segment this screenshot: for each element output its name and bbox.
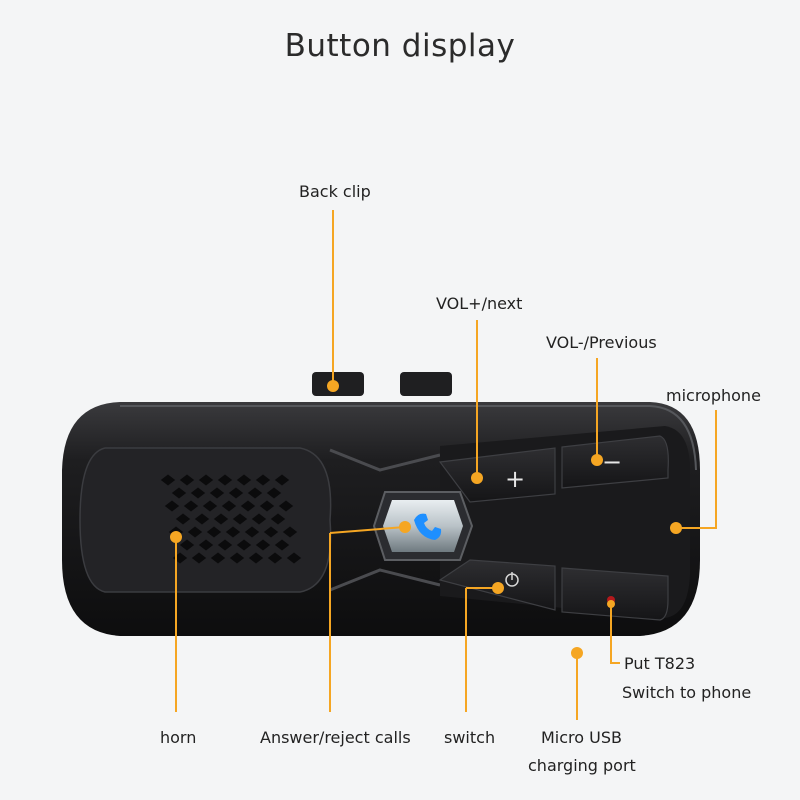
grille-hole [198, 474, 214, 486]
grille-hole [206, 526, 222, 538]
mode-button[interactable] [561, 567, 669, 621]
callout-lines [175, 210, 717, 720]
grille-hole [274, 539, 290, 551]
grille-hole [228, 487, 244, 499]
grille-hole [278, 500, 294, 512]
vol-plus-button[interactable] [438, 447, 556, 503]
page-title: Button display [284, 28, 516, 64]
grille-hole [236, 474, 252, 486]
grille-hole [179, 474, 195, 486]
grille-hole [164, 500, 180, 512]
grille-hole [217, 539, 233, 551]
grille-hole [210, 552, 226, 564]
grille-hole [247, 487, 263, 499]
label-answer-reject: Answer/reject calls [260, 728, 411, 747]
back-clip-right [400, 372, 452, 396]
grille-hole [225, 526, 241, 538]
plus-glyph: + [505, 465, 525, 493]
grille-hole [251, 513, 267, 525]
grille-hole [255, 474, 271, 486]
grille-hole [248, 552, 264, 564]
label-horn: horn [160, 728, 197, 747]
label-switch: switch [444, 728, 496, 747]
grille-hole [236, 539, 252, 551]
label-vol-minus: VOL-/Previous [546, 333, 657, 352]
phone-icon [414, 513, 442, 540]
grille-hole [286, 552, 302, 564]
grille-hole [213, 513, 229, 525]
label-microphone: microphone [666, 386, 761, 405]
grille-hole [175, 513, 191, 525]
label-vol-plus: VOL+/next [436, 294, 523, 313]
grille-hole [267, 552, 283, 564]
label-charging-port: charging port [528, 756, 636, 775]
grille-hole [194, 513, 210, 525]
grille-hole [160, 474, 176, 486]
grille-hole [202, 500, 218, 512]
grille-hole [255, 539, 271, 551]
grille-hole [171, 487, 187, 499]
grille-hole [209, 487, 225, 499]
grille-hole [232, 513, 248, 525]
grille-hole [190, 487, 206, 499]
grille-hole [217, 474, 233, 486]
label-back-clip: Back clip [299, 182, 371, 201]
grille-hole [259, 500, 275, 512]
grille-hole [187, 526, 203, 538]
label-put-t823: Put T823 [624, 654, 696, 673]
grille-hole [282, 526, 298, 538]
grille-hole [191, 552, 207, 564]
grille-hole [198, 539, 214, 551]
grille-hole [266, 487, 282, 499]
grille-hole [179, 539, 195, 551]
grille-hole [244, 526, 260, 538]
grille-hole [263, 526, 279, 538]
grille-hole [274, 474, 290, 486]
grille-hole [229, 552, 245, 564]
label-switch-to-phone: Switch to phone [622, 683, 752, 702]
minus-glyph: − [602, 448, 622, 476]
callout-dots [170, 380, 682, 659]
label-micro-usb: Micro USB [541, 728, 622, 747]
grille-hole [183, 500, 199, 512]
grille-hole [270, 513, 286, 525]
grille-hole [221, 500, 237, 512]
grille-hole [240, 500, 256, 512]
vol-minus-button[interactable] [561, 435, 669, 489]
